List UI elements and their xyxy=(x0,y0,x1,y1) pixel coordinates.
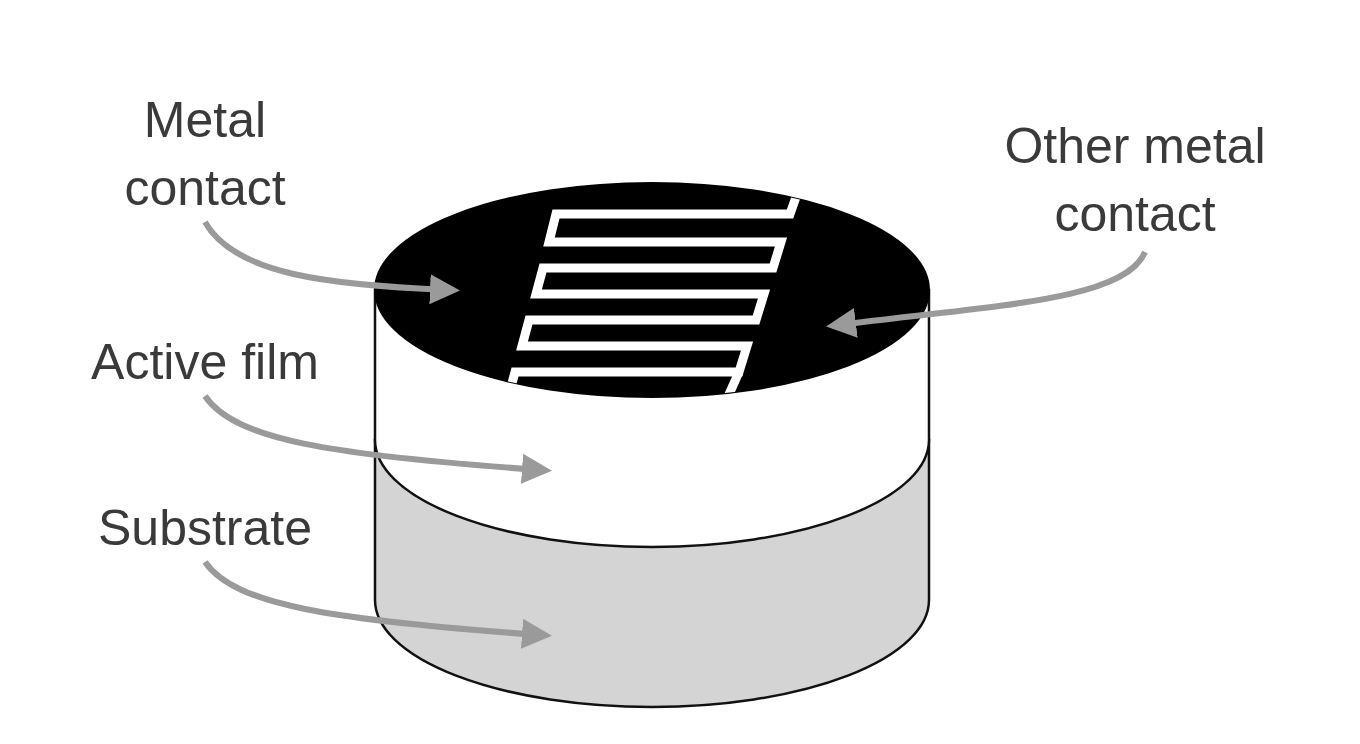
part-label: Other metal contact xyxy=(975,112,1295,248)
interdigitated-gap-end xyxy=(722,372,739,410)
leader-arrow xyxy=(205,222,448,290)
leader-arrow xyxy=(205,562,540,635)
leader-arrow xyxy=(205,396,540,470)
part-label: Active film xyxy=(25,328,385,396)
part-label: Metal contact xyxy=(80,86,330,222)
part-label: Substrate xyxy=(45,494,365,562)
interdigitated-gap xyxy=(508,180,802,398)
leader-arrow xyxy=(838,252,1145,325)
